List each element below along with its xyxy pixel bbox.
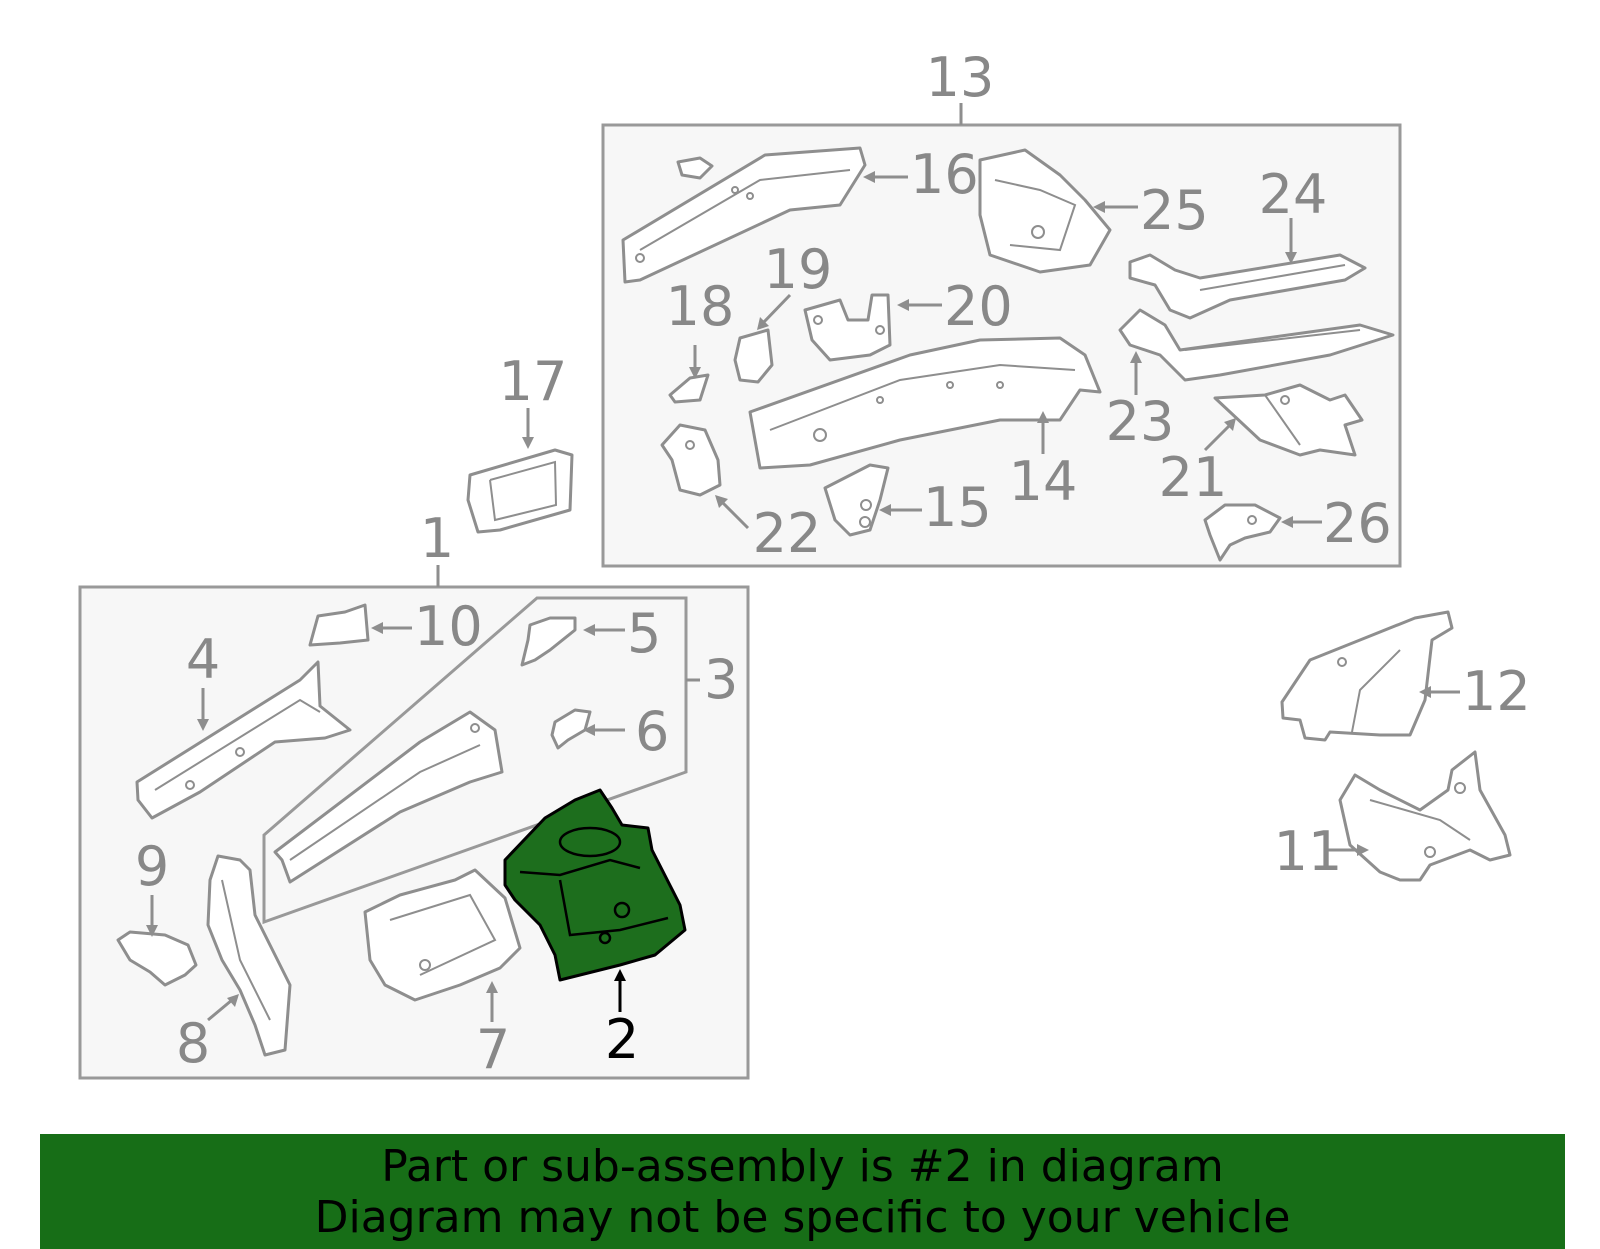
label-1: 1 <box>420 507 454 570</box>
label-19: 19 <box>764 238 833 301</box>
banner-line-1: Part or sub-assembly is #2 in diagram <box>381 1140 1224 1192</box>
label-8: 8 <box>176 1012 210 1075</box>
part-4-rail <box>135 660 352 820</box>
part-2-apron <box>503 788 687 982</box>
label-11: 11 <box>1274 820 1343 883</box>
label-6: 6 <box>635 700 669 763</box>
label-18: 18 <box>666 275 735 338</box>
part-3-member <box>273 710 504 884</box>
part-26-bracket <box>1203 503 1282 562</box>
label-23: 23 <box>1106 390 1175 453</box>
label-5: 5 <box>627 602 661 665</box>
part-19-plate <box>733 328 774 384</box>
part-6-bracket <box>550 708 592 750</box>
label-16: 16 <box>910 143 979 206</box>
part-11-apron <box>1338 750 1512 882</box>
part-18-bracket <box>668 373 710 404</box>
label-17: 17 <box>499 350 568 413</box>
part-17-plate <box>466 448 574 534</box>
part-14-member <box>748 336 1102 470</box>
part-5-bracket <box>520 616 577 667</box>
part-10-bracket <box>308 603 370 647</box>
label-15: 15 <box>923 476 992 539</box>
label-25: 25 <box>1140 179 1209 242</box>
label-22: 22 <box>753 502 822 565</box>
label-3: 3 <box>704 648 738 711</box>
parts-diagram: 13 16 25 24 19 20 18 23 14 21 22 15 26 1… <box>78 46 1531 1081</box>
label-2: 2 <box>605 1008 639 1071</box>
part-23-rail <box>1118 308 1395 382</box>
part-7-pan <box>363 868 522 1002</box>
label-26: 26 <box>1323 492 1392 555</box>
leader-arrows <box>146 171 1460 1022</box>
part-24-rail <box>1128 253 1367 320</box>
label-10: 10 <box>414 595 483 658</box>
part-15-bracket <box>823 463 890 537</box>
part-25-bracket <box>978 148 1112 274</box>
label-24: 24 <box>1259 163 1328 226</box>
part-22-bracket <box>660 423 722 497</box>
part-16-rail <box>621 146 867 284</box>
banner-line-2: Diagram may not be specific to your vehi… <box>314 1191 1291 1243</box>
label-20: 20 <box>944 275 1013 338</box>
part-20-bracket <box>803 293 892 362</box>
part-12-apron <box>1280 610 1454 742</box>
notice-banner: Part or sub-assembly is #2 in diagram Di… <box>40 1134 1565 1249</box>
label-9: 9 <box>135 835 169 898</box>
part-8-pillar <box>206 854 292 1057</box>
label-7: 7 <box>476 1018 510 1081</box>
label-21: 21 <box>1159 446 1228 509</box>
label-14: 14 <box>1009 450 1078 513</box>
part-9-bracket <box>116 930 198 987</box>
label-13: 13 <box>926 46 995 109</box>
label-4: 4 <box>186 628 220 691</box>
label-12: 12 <box>1462 660 1531 723</box>
part-21-panel <box>1213 383 1364 457</box>
